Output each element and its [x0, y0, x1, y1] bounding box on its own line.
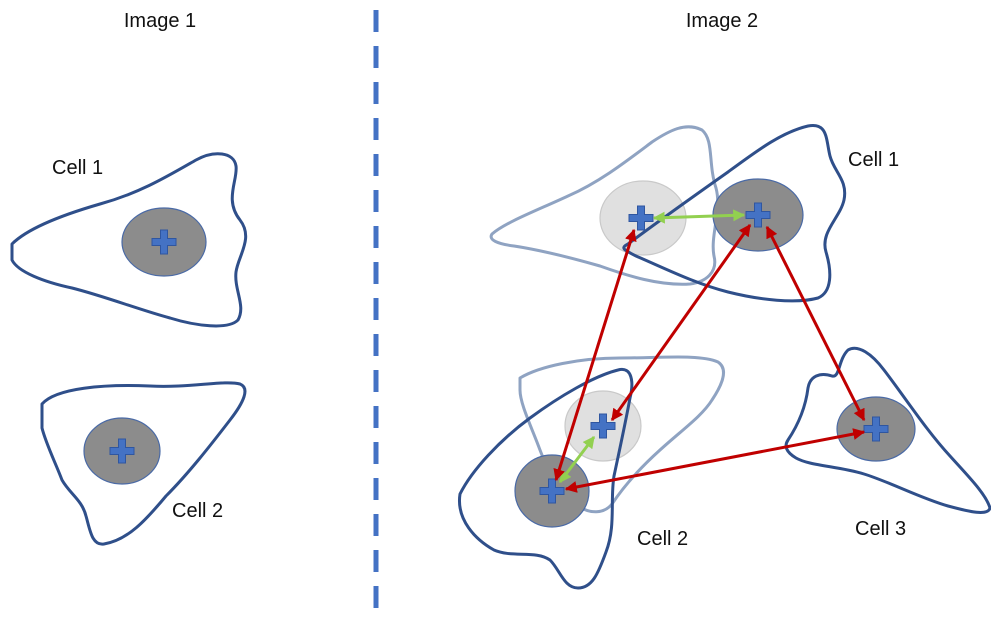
image2-cell1-previous	[489, 125, 720, 286]
red-arrow-cell1-cell3	[765, 225, 866, 422]
image2-cell1-label: Cell 1	[848, 149, 899, 171]
image2-cell2: Cell 2	[458, 367, 688, 590]
red-arrow-cell2-cell3	[564, 428, 866, 493]
red-arrow-cell1-prevcell2	[610, 224, 752, 421]
image1-cell1-outline	[10, 152, 248, 328]
image1-cell1: Cell 1	[10, 152, 248, 328]
image2-header: Image 2	[686, 10, 758, 32]
image1-cell1-label: Cell 1	[52, 157, 103, 179]
image1-cell2-outline	[40, 381, 247, 546]
green-arrow-cell1	[652, 209, 746, 224]
image1-header: Image 1	[124, 10, 196, 32]
image2-cell3: Cell 3	[784, 346, 991, 540]
image2-cell3-label: Cell 3	[855, 518, 906, 540]
image1-cell2: Cell 2	[40, 381, 247, 546]
image2-cell2-label: Cell 2	[637, 528, 688, 550]
image1-cell2-label: Cell 2	[172, 500, 223, 522]
